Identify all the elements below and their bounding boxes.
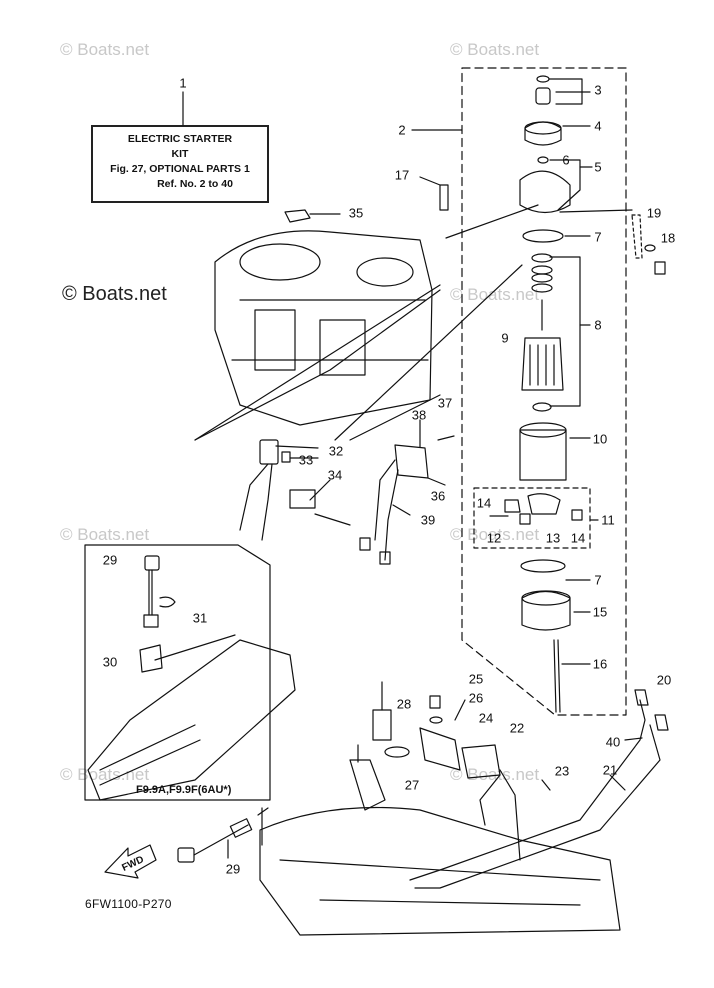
callout-2: 2 [398, 122, 406, 138]
brush-parts [489, 493, 583, 525]
callout-21: 21 [602, 762, 618, 778]
watermark: © Boats.net [60, 765, 150, 784]
terminal-19 [631, 214, 643, 259]
callout-7: 7 [594, 572, 602, 588]
callout-31: 31 [192, 610, 208, 626]
callout-34: 34 [327, 467, 343, 483]
kit-info-box: ELECTRIC STARTER KIT Fig. 27, OPTIONAL P… [91, 125, 269, 203]
callout-35: 35 [348, 205, 364, 221]
callout-40: 40 [605, 734, 621, 750]
callout-29: 29 [225, 861, 241, 877]
callout-5: 5 [594, 159, 602, 175]
engine-block [214, 230, 433, 426]
kit-title: ELECTRIC STARTER [127, 133, 233, 145]
leader-line [334, 264, 523, 441]
leader-line [559, 209, 633, 213]
inset-parts [87, 555, 296, 801]
callout-36: 36 [430, 488, 446, 504]
rectifier-assembly [359, 419, 455, 565]
callout-22: 22 [509, 720, 525, 736]
callout-8: 8 [594, 317, 602, 333]
callout-12: 12 [486, 530, 502, 546]
callout-29: 29 [102, 552, 118, 568]
callout-17: 17 [394, 167, 410, 183]
brush-group-outline [473, 487, 591, 549]
watermark: © Boats.net [450, 40, 540, 59]
callout-7: 7 [594, 229, 602, 245]
washer [644, 244, 656, 252]
watermark-strong: © Boats.net [62, 283, 167, 305]
leader-line [549, 256, 581, 407]
starter-group-outline [461, 67, 627, 716]
callout-11: 11 [601, 512, 615, 528]
callout-32: 32 [328, 443, 344, 459]
callout-1: 1 [179, 75, 187, 91]
kit-ref-range: Ref. No. 2 to 40 [157, 178, 233, 190]
callout-6: 6 [562, 152, 570, 168]
leader-line [549, 159, 581, 211]
watermark: © Boats.net [450, 525, 540, 544]
callout-26: 26 [468, 690, 484, 706]
callout-28: 28 [396, 696, 412, 712]
callout-25: 25 [468, 671, 484, 687]
leader-line [194, 284, 441, 441]
callout-23: 23 [554, 763, 570, 779]
callout-37: 37 [437, 395, 453, 411]
kit-figure-ref: Fig. 27, OPTIONAL PARTS 1 [110, 163, 250, 175]
watermark: © Boats.net [60, 40, 150, 59]
callout-38: 38 [411, 407, 427, 423]
watermark: © Boats.net [450, 285, 540, 304]
callout-18: 18 [660, 230, 676, 246]
callout-10: 10 [592, 431, 608, 447]
inset-caption: F9.9A,F9.9F(6AU*) [136, 784, 232, 796]
lower-cowling [259, 806, 621, 936]
fwd-arrow-icon [104, 844, 157, 879]
leader-line [194, 289, 441, 441]
starter-stack [519, 75, 571, 713]
callout-4: 4 [594, 118, 602, 134]
callout-13: 13 [545, 530, 561, 546]
callout-20: 20 [656, 672, 672, 688]
leader-line [419, 176, 441, 186]
leader-line [445, 204, 539, 239]
switch-assembly [239, 439, 351, 541]
callout-16: 16 [592, 656, 608, 672]
battery-cables [409, 689, 669, 889]
callout-3: 3 [594, 82, 602, 98]
watermark: © Boats.net [60, 525, 150, 544]
watermark: © Boats.net [450, 765, 540, 784]
lower-parts [349, 681, 551, 861]
callout-24: 24 [478, 710, 494, 726]
callout-27: 27 [404, 777, 420, 793]
diagram-code: 6FW1100-P270 [85, 897, 172, 911]
leader-line [349, 394, 441, 441]
callout-19: 19 [646, 205, 662, 221]
callout-33: 33 [298, 452, 314, 468]
callout-30: 30 [102, 654, 118, 670]
lower-29 [177, 807, 269, 863]
leader-line [154, 634, 236, 661]
callout-14: 14 [476, 495, 492, 511]
bolt-17 [439, 184, 449, 211]
callout-9: 9 [501, 330, 509, 346]
inset-frame [84, 544, 271, 801]
nut-18 [654, 261, 666, 275]
callout-15: 15 [592, 604, 608, 620]
callout-14: 14 [570, 530, 586, 546]
part-35 [284, 209, 311, 223]
kit-subtitle: KIT [171, 148, 189, 160]
callout-39: 39 [420, 512, 436, 528]
